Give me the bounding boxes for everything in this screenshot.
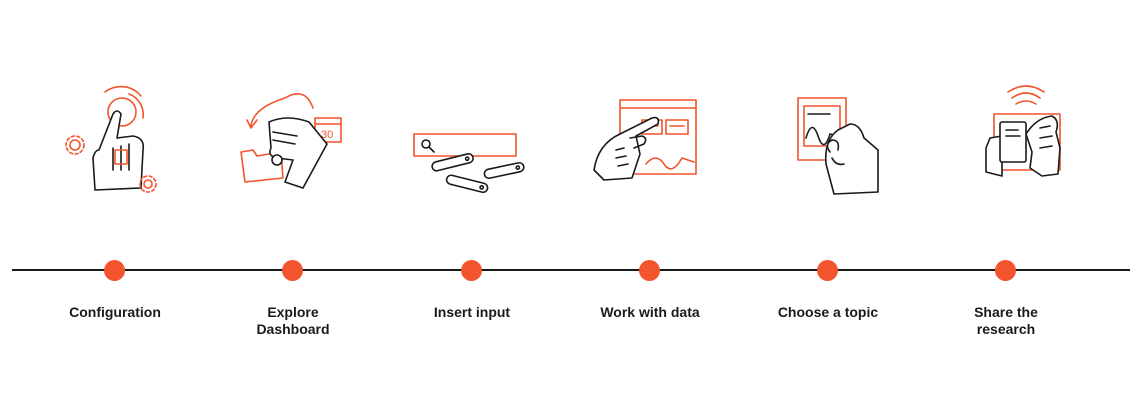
hand-folder-calendar-icon: 30: [240, 92, 342, 189]
timeline-line: [12, 269, 1130, 271]
search-bar-inputs-icon: [413, 133, 525, 194]
hand-card-icon: [797, 97, 879, 195]
hand-data-window-icon: [593, 99, 697, 181]
step-label: Choose a topic: [777, 304, 879, 320]
step-dot: [995, 260, 1016, 281]
step-work-with-data: Work with data: [570, 0, 730, 406]
step-dot: [817, 260, 838, 281]
step-label: Explore Dashboard: [256, 304, 330, 337]
step-share-the-research: Share the research: [926, 0, 1086, 406]
step-insert-input: Insert input: [392, 0, 552, 406]
step-choose-a-topic: Choose a topic: [748, 0, 908, 406]
hand-tap-gears-icon: [65, 85, 157, 193]
step-label: Share the research: [974, 304, 1038, 337]
step-dot: [282, 260, 303, 281]
step-explore-dashboard: 30 Explore Dashboard: [213, 0, 373, 406]
step-dot: [639, 260, 660, 281]
step-label: Work with data: [600, 304, 700, 320]
step-dot: [461, 260, 482, 281]
hand-phone-share-icon: [985, 85, 1061, 177]
step-configuration: Configuration: [35, 0, 195, 406]
calendar-number: 30: [321, 129, 333, 141]
step-label: Configuration: [69, 304, 161, 320]
step-label: Insert input: [433, 304, 511, 320]
step-dot: [104, 260, 125, 281]
search-icon: [421, 139, 431, 149]
